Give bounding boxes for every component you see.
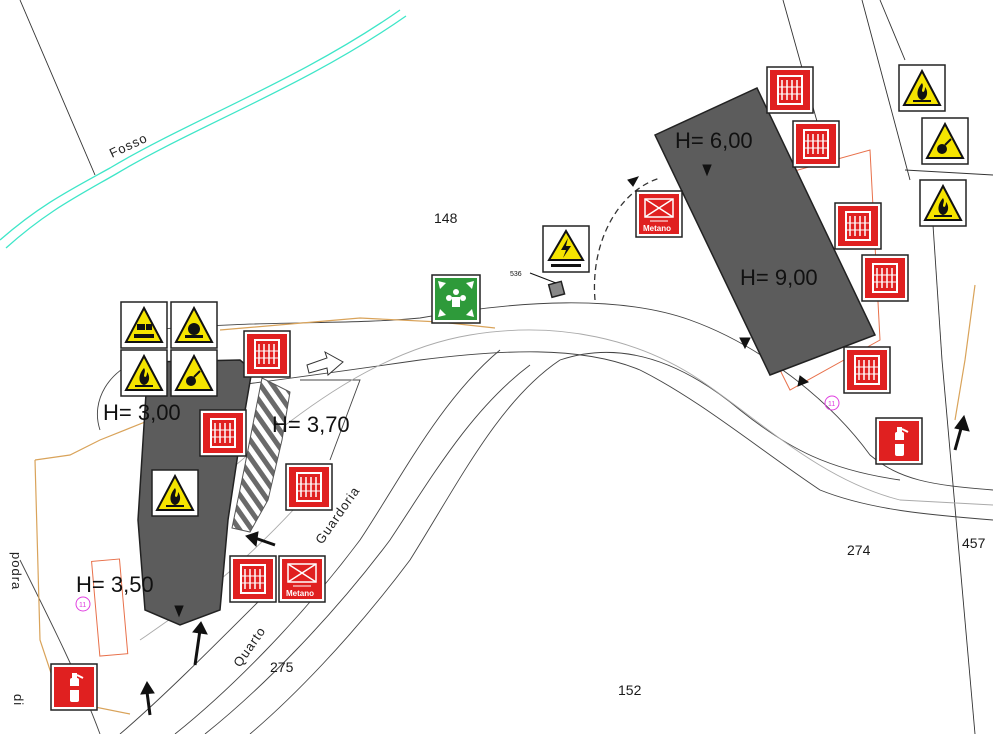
flammable-warning-icon bbox=[120, 349, 168, 397]
corrosive-warning-icon bbox=[120, 301, 168, 349]
road-label-quarto: Quarto bbox=[230, 624, 269, 670]
parcel-274: 274 bbox=[847, 542, 871, 558]
fire-hose-icon bbox=[229, 555, 277, 603]
fire-hose-icon bbox=[843, 346, 891, 394]
fire-hose-icon bbox=[766, 66, 814, 114]
road-network bbox=[19, 302, 993, 734]
svg-text:Metano: Metano bbox=[643, 224, 671, 233]
height-label-4: H= 6,00 bbox=[675, 128, 753, 153]
fire-hose-icon bbox=[792, 120, 840, 168]
flammable-warning-icon bbox=[151, 469, 199, 517]
methane-valve-icon: Metano bbox=[278, 555, 326, 603]
waterway-fosso bbox=[0, 9, 407, 249]
circle-marker-right: 11 bbox=[824, 395, 840, 411]
fire-hose-icon bbox=[199, 409, 247, 457]
svg-text:Metano: Metano bbox=[286, 589, 314, 598]
edge-label-podra: podra bbox=[9, 552, 24, 590]
electrical-hazard-icon bbox=[542, 225, 590, 273]
svg-text:11: 11 bbox=[828, 401, 835, 408]
building-right bbox=[653, 87, 877, 376]
parcel-536: 536 bbox=[510, 271, 522, 278]
toxic-warning-icon bbox=[170, 301, 218, 349]
methane-valve-icon: Metano bbox=[635, 190, 683, 238]
parcel-148: 148 bbox=[434, 210, 458, 226]
height-label-2: H= 3,70 bbox=[272, 412, 350, 437]
parcel-275: 275 bbox=[270, 659, 294, 675]
assembly-point-icon bbox=[431, 274, 481, 324]
fire-hose-icon bbox=[861, 254, 909, 302]
circle-marker-left: 11 bbox=[75, 596, 91, 612]
cabin bbox=[547, 280, 566, 299]
fire-hose-icon bbox=[243, 330, 291, 378]
direction-arrows bbox=[140, 164, 970, 716]
svg-text:11: 11 bbox=[79, 602, 86, 609]
dashed-access-path bbox=[593, 177, 661, 301]
fire-extinguisher-icon bbox=[50, 663, 98, 711]
fire-extinguisher-icon bbox=[875, 417, 923, 465]
explosive-warning-icon bbox=[921, 117, 969, 165]
waterway-label: Fosso bbox=[107, 130, 150, 161]
flammable-warning-icon bbox=[919, 179, 967, 227]
parcel-457: 457 bbox=[962, 535, 986, 551]
fire-hose-icon bbox=[834, 202, 882, 250]
hatched-zone bbox=[231, 377, 291, 533]
height-label-3: H= 3,50 bbox=[76, 572, 154, 597]
cabin-leader bbox=[529, 272, 557, 284]
parcel-152: 152 bbox=[618, 682, 642, 698]
edge-label-di: di bbox=[11, 694, 26, 706]
height-label-5: H= 9,00 bbox=[740, 265, 818, 290]
explosive-warning-icon bbox=[170, 349, 218, 397]
flammable-warning-icon bbox=[898, 64, 946, 112]
height-label-1: H= 3,00 bbox=[103, 400, 181, 425]
fire-hose-icon bbox=[285, 463, 333, 511]
